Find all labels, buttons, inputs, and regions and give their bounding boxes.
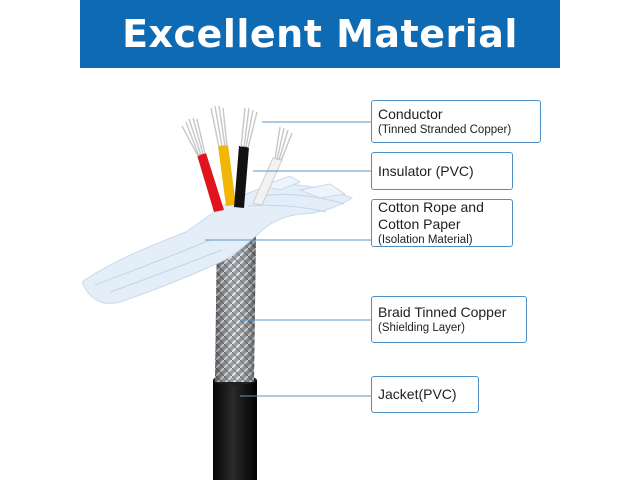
conductor-sublabel: (Tinned Stranded Copper) xyxy=(378,124,512,136)
callout-conductor: Conductor (Tinned Stranded Copper) xyxy=(371,100,541,143)
braid-label: Braid Tinned Copper xyxy=(378,304,507,320)
braid-sublabel: (Shielding Layer) xyxy=(378,322,465,334)
leader-lines xyxy=(205,121,371,397)
cotton-wrap xyxy=(81,175,354,304)
callout-braid: Braid Tinned Copper (Shielding Layer) xyxy=(371,296,527,343)
callout-jacket: Jacket(PVC) xyxy=(371,376,479,413)
cotton-label-line2: Cotton Paper xyxy=(378,216,461,232)
conductor-label: Conductor xyxy=(378,106,443,122)
cotton-label-line1: Cotton Rope and xyxy=(378,199,484,215)
title-banner: Excellent Material xyxy=(80,0,560,68)
conductor-strands xyxy=(181,105,293,162)
insulator-label: Insulator (PVC) xyxy=(378,162,474,179)
cotton-sublabel: (Isolation Material) xyxy=(378,234,473,246)
callout-insulator: Insulator (PVC) xyxy=(371,152,513,190)
banner-title: Excellent Material xyxy=(122,12,518,56)
braid-shield-section xyxy=(215,232,256,382)
callout-cotton: Cotton Rope and Cotton Paper (Isolation … xyxy=(371,199,513,247)
jacket-label: Jacket(PVC) xyxy=(378,386,457,402)
jacket-section xyxy=(213,375,257,480)
